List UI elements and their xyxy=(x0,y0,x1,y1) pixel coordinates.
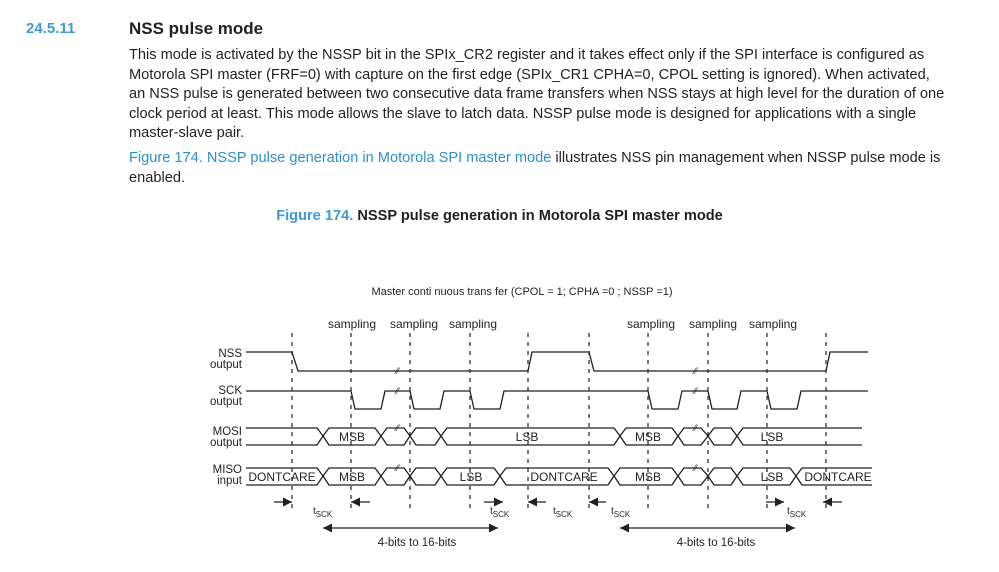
svg-text:⁄⁄: ⁄⁄ xyxy=(394,463,401,473)
section-number: 24.5.11 xyxy=(26,20,76,37)
miso-dontcare-label: DONTCARE xyxy=(530,470,597,484)
tsck-label: tSCK xyxy=(611,506,631,519)
nss-waveform xyxy=(246,351,868,372)
sampling-labels: sampling sampling sampling sampling samp… xyxy=(328,317,797,331)
svg-text:⁄⁄: ⁄⁄ xyxy=(394,386,401,396)
nss-sublabel: output xyxy=(210,359,243,371)
tsck-label: tSCK xyxy=(313,506,333,519)
svg-text:⁄⁄: ⁄⁄ xyxy=(692,386,699,396)
miso-label: MISO xyxy=(213,464,242,476)
miso-waveform xyxy=(246,467,872,486)
miso-dontcare-label: DONTCARE xyxy=(804,470,871,484)
miso-bus-labels: DONTCARE MSB LSB DONTCARE MSB LSB DONTCA… xyxy=(248,470,871,484)
break-marks: ⁄⁄ ⁄⁄ ⁄⁄ ⁄⁄ ⁄⁄ ⁄⁄ ⁄⁄ ⁄⁄ xyxy=(394,366,699,473)
paragraph-figure-reference: Figure 174. NSSP pulse generation in Mot… xyxy=(129,149,949,188)
miso-msb-label: MSB xyxy=(339,470,365,484)
nss-label: NSS xyxy=(218,348,242,360)
mosi-label: MOSI xyxy=(213,426,242,438)
figure-reference-text: illustrates NSS pin management when NSSP… xyxy=(129,150,941,186)
frame-span-label: 4-bits to 16-bits xyxy=(378,537,457,549)
miso-msb-label: MSB xyxy=(635,470,661,484)
tsck-label: tSCK xyxy=(490,506,510,519)
section-title: NSS pulse mode xyxy=(129,19,264,38)
figure-number: Figure 174. xyxy=(276,208,354,224)
tsck-label: tSCK xyxy=(553,506,573,519)
frame-span-label: 4-bits to 16-bits xyxy=(677,537,756,549)
paragraph-nssp-description: This mode is activated by the NSSP bit i… xyxy=(129,47,945,141)
mosi-lsb-label: LSB xyxy=(516,430,539,444)
miso-lsb-label: LSB xyxy=(761,470,784,484)
sck-waveform xyxy=(246,390,868,410)
svg-text:⁄⁄: ⁄⁄ xyxy=(692,463,699,473)
sampling-label: sampling xyxy=(449,317,497,331)
mosi-msb-label: MSB xyxy=(339,430,365,444)
guide-lines xyxy=(291,333,827,508)
figure-caption: Figure 174. NSSP pulse generation in Mot… xyxy=(0,208,999,224)
svg-text:⁄⁄: ⁄⁄ xyxy=(394,366,401,376)
sampling-label: sampling xyxy=(328,317,376,331)
tsck-label: tSCK xyxy=(787,506,807,519)
tsck-labels: tSCK tSCK tSCK tSCK tSCK xyxy=(313,506,807,519)
mosi-waveform xyxy=(246,427,862,446)
mosi-msb-label: MSB xyxy=(635,430,661,444)
svg-text:⁄⁄: ⁄⁄ xyxy=(394,423,401,433)
mosi-bus-labels: MSB LSB MSB LSB xyxy=(339,430,783,444)
sampling-label: sampling xyxy=(627,317,675,331)
mosi-lsb-label: LSB xyxy=(761,430,784,444)
miso-dontcare-label: DONTCARE xyxy=(248,470,315,484)
frame-span-labels: 4-bits to 16-bits 4-bits to 16-bits xyxy=(378,537,756,549)
sampling-label: sampling xyxy=(749,317,797,331)
mosi-sublabel: output xyxy=(210,437,243,449)
signal-labels: NSS output SCK output MOSI output MISO i… xyxy=(210,348,243,487)
figure-174-link[interactable]: Figure 174. NSSP pulse generation in Mot… xyxy=(129,150,552,166)
sck-sublabel: output xyxy=(210,396,243,408)
svg-text:⁄⁄: ⁄⁄ xyxy=(692,423,699,433)
svg-text:⁄⁄: ⁄⁄ xyxy=(692,366,699,376)
miso-sublabel: input xyxy=(217,475,243,487)
miso-lsb-label: LSB xyxy=(460,470,483,484)
figure-title: NSSP pulse generation in Motorola SPI ma… xyxy=(353,208,723,224)
diagram-title: Master conti nuous trans fer (CPOL = 1; … xyxy=(371,286,672,298)
sampling-label: sampling xyxy=(390,317,438,331)
sck-label: SCK xyxy=(218,385,242,397)
sampling-label: sampling xyxy=(689,317,737,331)
